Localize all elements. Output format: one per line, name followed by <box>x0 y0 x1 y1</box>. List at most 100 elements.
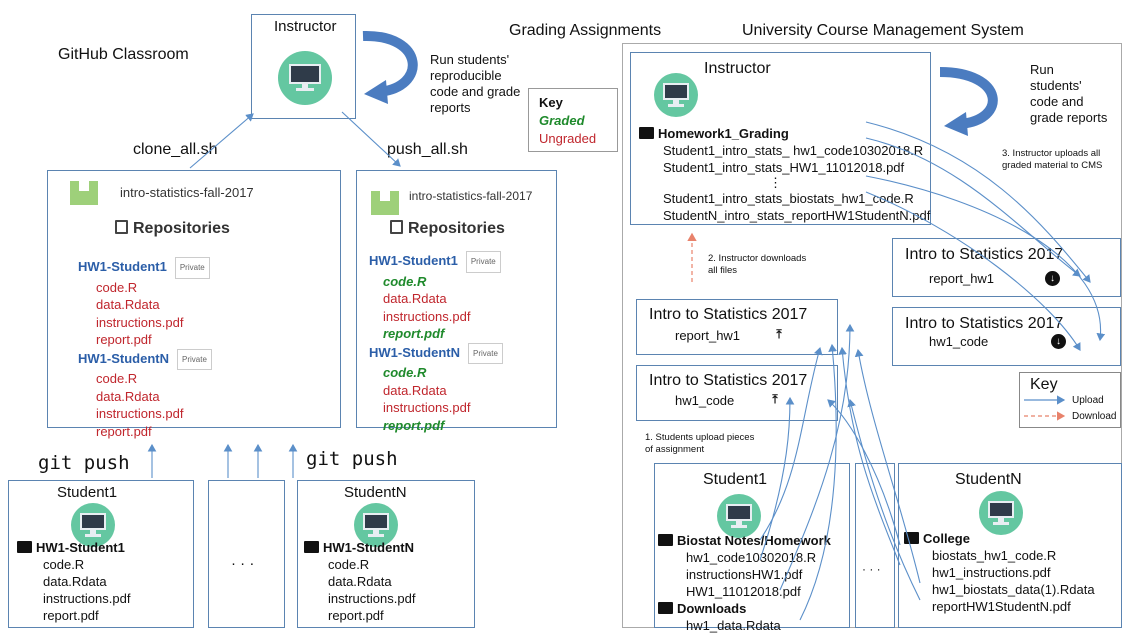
file-item: report.pdf <box>96 423 152 439</box>
file-item: code.R <box>383 273 427 289</box>
student-name: Student1 <box>703 471 768 488</box>
run-arrow-left <box>362 30 418 97</box>
file-item: report.pdf <box>383 417 445 433</box>
student-name: StudentN <box>955 471 1022 488</box>
run-arrow-right <box>939 67 998 129</box>
file-item: code.R <box>96 279 138 295</box>
cms-course-report-graded[interactable]: Intro to Statistics 2017 report_hw1 ↓ <box>892 238 1121 297</box>
file-item: data.Rdata <box>96 388 160 404</box>
instructor-label: Instructor <box>274 18 337 35</box>
file-item: report.pdf <box>96 332 152 347</box>
file-item: report.pdf <box>383 326 445 341</box>
arrow-clone <box>189 113 254 169</box>
file-item: instructions.pdf <box>383 308 471 324</box>
file-list: HW1-StudentN code.R data.Rdata instructi… <box>304 539 415 624</box>
git-push-label-2: git push <box>306 448 398 470</box>
push-all-label: push_all.sh <box>387 141 468 158</box>
repos-graded-box: intro-statistics-fall-2017 Repositories … <box>356 170 557 433</box>
repos-ungraded-box: intro-statistics-fall-2017 Repositories … <box>47 170 341 439</box>
arrow-student-upload <box>847 398 921 601</box>
instructor-box-left: Instructor <box>251 14 356 119</box>
key-download: Download <box>1072 411 1117 422</box>
cms-item[interactable]: report_hw1 <box>929 271 995 286</box>
cms-course-code-upload[interactable]: Intro to Statistics 2017 hw1_code ⤒ <box>636 365 838 421</box>
computer-icon <box>979 491 1023 535</box>
cms-heading: University Course Management System <box>742 22 1024 39</box>
folder-icon <box>658 534 673 546</box>
file-list: HW1-Student1 code.R data.Rdata instructi… <box>17 539 130 624</box>
classroom-logo <box>70 181 98 205</box>
org-name: intro-statistics-fall-2017 <box>409 189 533 203</box>
github-classroom-heading: GitHub Classroom <box>58 46 189 63</box>
course-title: Intro to Statistics 2017 <box>905 246 1064 263</box>
cms-item[interactable]: report_hw1 <box>675 328 741 343</box>
file-item: data.Rdata <box>383 382 447 398</box>
student-name: StudentN <box>344 484 407 501</box>
arrow-student-upload <box>759 396 795 561</box>
grading-assignments-heading: Grading Assignments <box>509 22 662 39</box>
repositories-title: Repositories <box>115 220 230 238</box>
key-upload: Upload <box>1072 395 1104 406</box>
course-title: Intro to Statistics 2017 <box>649 372 808 389</box>
arrow-student-upload <box>779 323 855 591</box>
cms-course-report-upload[interactable]: Intro to Statistics 2017 report_hw1 ⤒ <box>636 299 838 355</box>
more-students-box-right: · · · <box>855 463 895 628</box>
upload-icon[interactable]: ⤒ <box>776 327 782 341</box>
file-item: instructions.pdf <box>96 314 184 330</box>
arrow-upload-graded <box>865 191 1081 351</box>
arrow-upload-graded <box>865 121 1091 283</box>
upload-icon[interactable]: ⤒ <box>772 392 778 406</box>
cms-course-code-graded[interactable]: Intro to Statistics 2017 hw1_code ↓ <box>892 307 1121 366</box>
cms-item[interactable]: hw1_code <box>675 393 735 408</box>
studentN-box-left: StudentN HW1-StudentN code.R data.Rdata … <box>297 480 475 628</box>
computer-icon <box>71 503 115 547</box>
arrow-student-upload <box>759 346 823 541</box>
download-icon[interactable]: ↓ <box>1045 271 1060 286</box>
book-icon <box>390 220 403 234</box>
student1-box-right: Student1 Biostat Notes/Homework hw1_code… <box>654 463 850 633</box>
arrow-student-upload <box>827 399 901 546</box>
key-right-title: Key <box>1030 376 1058 393</box>
grading-file-list: Homework1_Grading Student1_intro_stats_ … <box>639 125 930 224</box>
book-icon <box>115 220 128 234</box>
instructor-box-right: Instructor Homework1_Grading Student1_in… <box>630 52 931 225</box>
computer-icon <box>278 51 332 105</box>
org-name: intro-statistics-fall-2017 <box>120 185 254 200</box>
file-item: data.Rdata <box>96 297 160 312</box>
clone-all-label: clone_all.sh <box>133 141 218 158</box>
folder-icon <box>639 127 654 139</box>
folder-icon <box>17 541 32 553</box>
arrow-student-upload <box>854 348 921 584</box>
folder-icon <box>304 541 319 553</box>
key-ungraded: Ungraded <box>539 131 597 146</box>
ellipsis: · · · <box>231 555 255 572</box>
cms-item[interactable]: hw1_code <box>929 334 989 349</box>
computer-icon <box>717 494 761 538</box>
arrow-student-upload <box>838 346 901 566</box>
git-push-label-1: git push <box>38 452 130 474</box>
folder-icon <box>658 602 673 614</box>
student-name: Student1 <box>57 484 118 501</box>
key-left: Key Graded Ungraded <box>528 88 618 152</box>
file-item: instructions.pdf <box>383 400 471 415</box>
computer-icon <box>354 503 398 547</box>
file-list: Biostat Notes/Homework hw1_code10302018.… <box>658 532 831 634</box>
arrow-upload-graded <box>865 137 1081 277</box>
course-title: Intro to Statistics 2017 <box>649 306 808 323</box>
file-item: instructions.pdf <box>96 406 184 421</box>
arrow-student-upload <box>799 343 837 621</box>
download-icon[interactable]: ↓ <box>1051 334 1066 349</box>
studentN-box-right: StudentN College biostats_hw1_code.R hw1… <box>898 463 1122 628</box>
ellipsis: · · · <box>862 562 881 576</box>
key-left-title: Key <box>539 95 563 110</box>
